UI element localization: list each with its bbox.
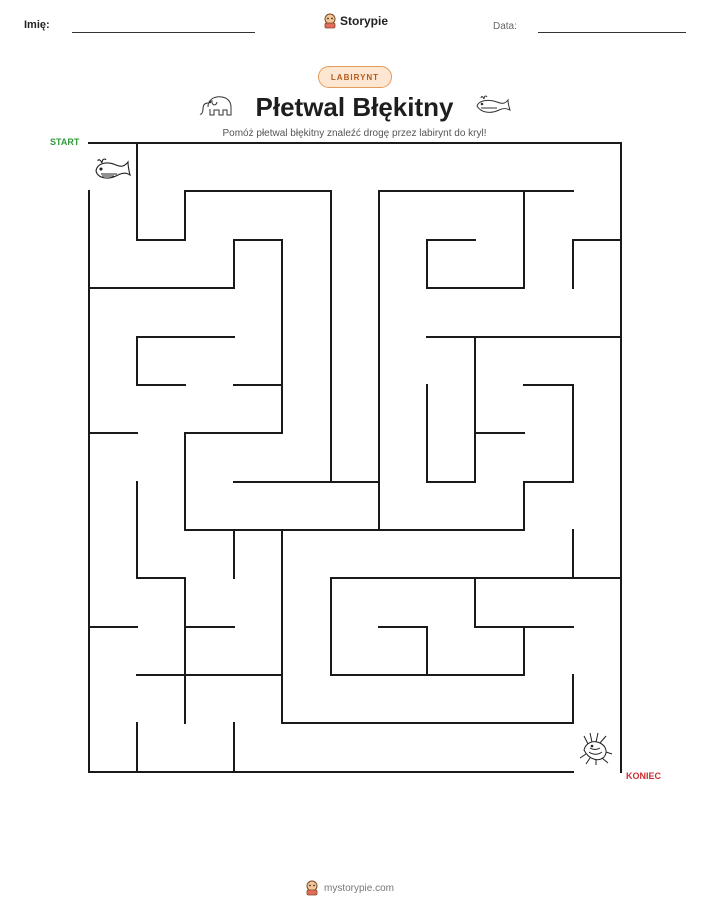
- footer-url: mystorypie.com: [324, 882, 395, 894]
- krill-icon: [579, 732, 613, 765]
- storypie-logo-icon: [306, 880, 318, 896]
- whale-icon: [95, 158, 131, 179]
- maze-badge: LABIRYNT: [318, 66, 392, 88]
- instructions: Pomóż płetwal błękitny znaleźć drogę prz…: [222, 128, 487, 139]
- elephant-icon: [199, 96, 232, 116]
- brand-name: Storypie: [340, 14, 389, 28]
- page-title: Płetwal Błękitny: [255, 92, 454, 122]
- brand-logo: Storypie: [323, 13, 388, 29]
- date-label: Data:: [493, 21, 517, 32]
- whale-icon: [476, 95, 511, 113]
- end-label: KONIEC: [626, 771, 662, 781]
- footer: mystorypie.com: [305, 880, 394, 896]
- start-label: START: [50, 137, 80, 147]
- name-field-line[interactable]: [72, 32, 255, 33]
- name-label: Imię:: [24, 19, 50, 31]
- date-field-line[interactable]: [538, 32, 686, 33]
- storypie-logo-icon: [324, 13, 336, 29]
